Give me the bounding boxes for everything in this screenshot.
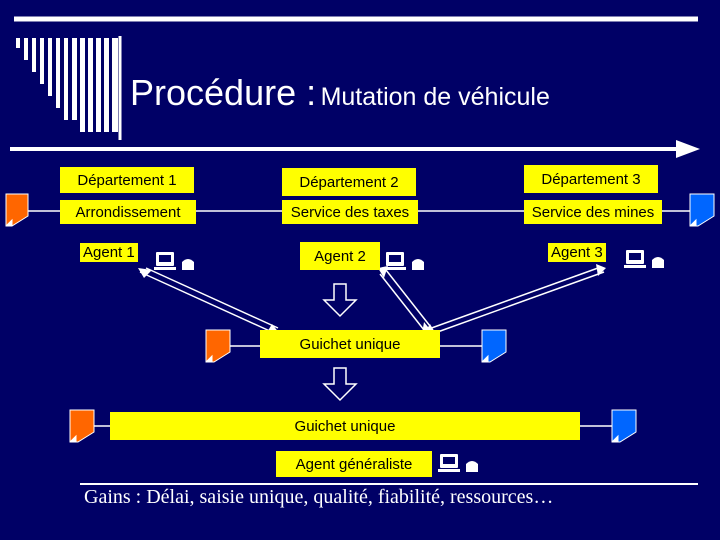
agent-generaliste: Agent généraliste [276,451,432,477]
agent-2-label: Agent 2 [300,242,380,270]
computer-phone-icon [154,252,194,270]
document-orange-icon [205,329,231,363]
agent-guichet-arrows [139,267,605,335]
department-2-box: Département 2 [282,168,416,196]
page-title: Procédure : Mutation de véhicule [130,72,550,114]
down-arrow-icon [322,283,358,318]
agent-1-label: Agent 1 [80,243,138,262]
document-orange-icon [5,193,29,227]
arrowheads [138,264,606,334]
guichet2-lines [94,345,612,427]
department-1-box: Département 1 [60,167,194,193]
process-arrow [10,140,700,158]
footer-text: Gains : Délai, saisie unique, qualité, f… [84,486,554,508]
guichet-unique-2: Guichet unique [110,412,580,440]
title-main: Procédure : [130,72,317,113]
department-3-box: Département 3 [524,165,658,193]
title-sub: Mutation de véhicule [320,83,550,111]
document-blue-icon [689,193,715,227]
document-orange-icon [69,409,95,443]
decorative-bars [16,38,118,132]
computer-phone-icon [384,252,424,270]
unit-1-box: Arrondissement [60,200,196,224]
document-blue-icon [481,329,507,363]
computer-phone-icon [624,250,664,268]
computer-phone-icon [438,454,478,472]
agent-3-label: Agent 3 [548,243,606,262]
document-blue-icon [611,409,637,443]
down-arrow-icon [322,367,358,402]
guichet-unique-1: Guichet unique [260,330,440,358]
unit-2-box: Service des taxes [282,200,418,224]
unit-3-box: Service des mines [524,200,662,224]
